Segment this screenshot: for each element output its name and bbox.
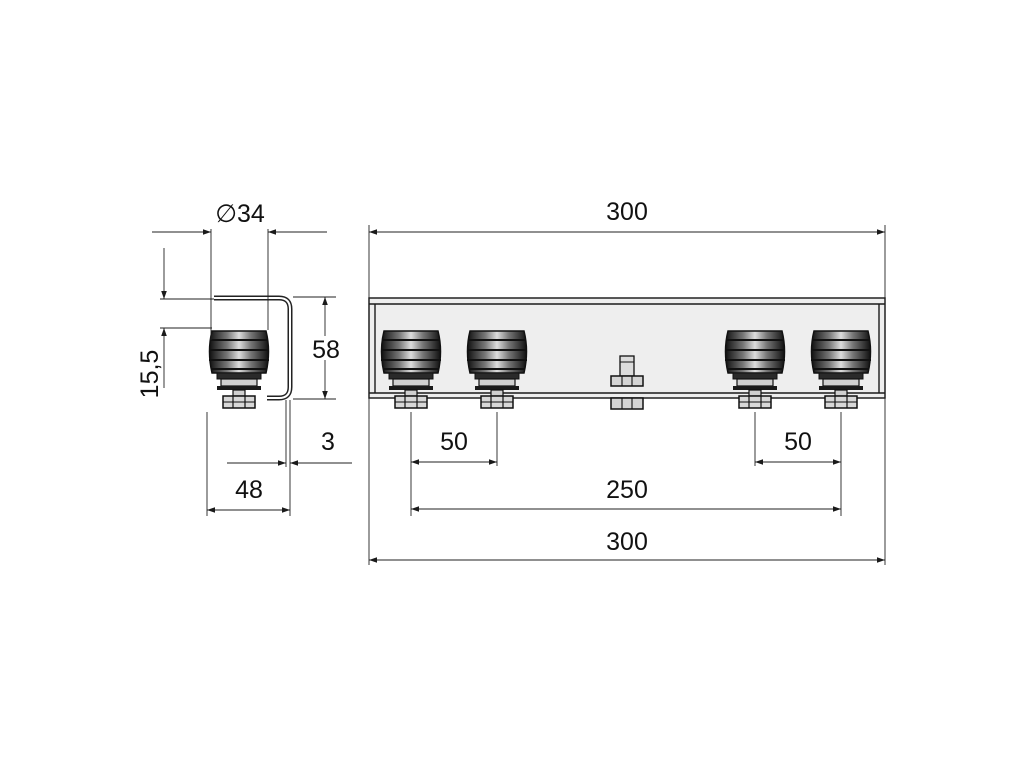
dim-left-pitch-label: 50 [440, 428, 468, 456]
dim-overall-bottom-label: 300 [606, 528, 648, 556]
dim-bracket-height-label: 58 [312, 336, 340, 364]
side-view: ∅34 15,5 58 3 48 [136, 200, 352, 516]
dim-width-label: 48 [235, 476, 263, 504]
center-stud-bolt [610, 355, 644, 410]
dim-right-pitch-label: 50 [784, 428, 812, 456]
front-view: 300 50 50 250 300 [368, 198, 886, 565]
dim-overall-top-label: 300 [606, 198, 648, 226]
side-roller [208, 330, 270, 409]
dim-thickness-label: 3 [321, 428, 335, 456]
dim-axle-span-label: 250 [606, 476, 648, 504]
dim-diameter-label: ∅34 [215, 200, 265, 228]
dim-height-label: 15,5 [136, 350, 164, 399]
